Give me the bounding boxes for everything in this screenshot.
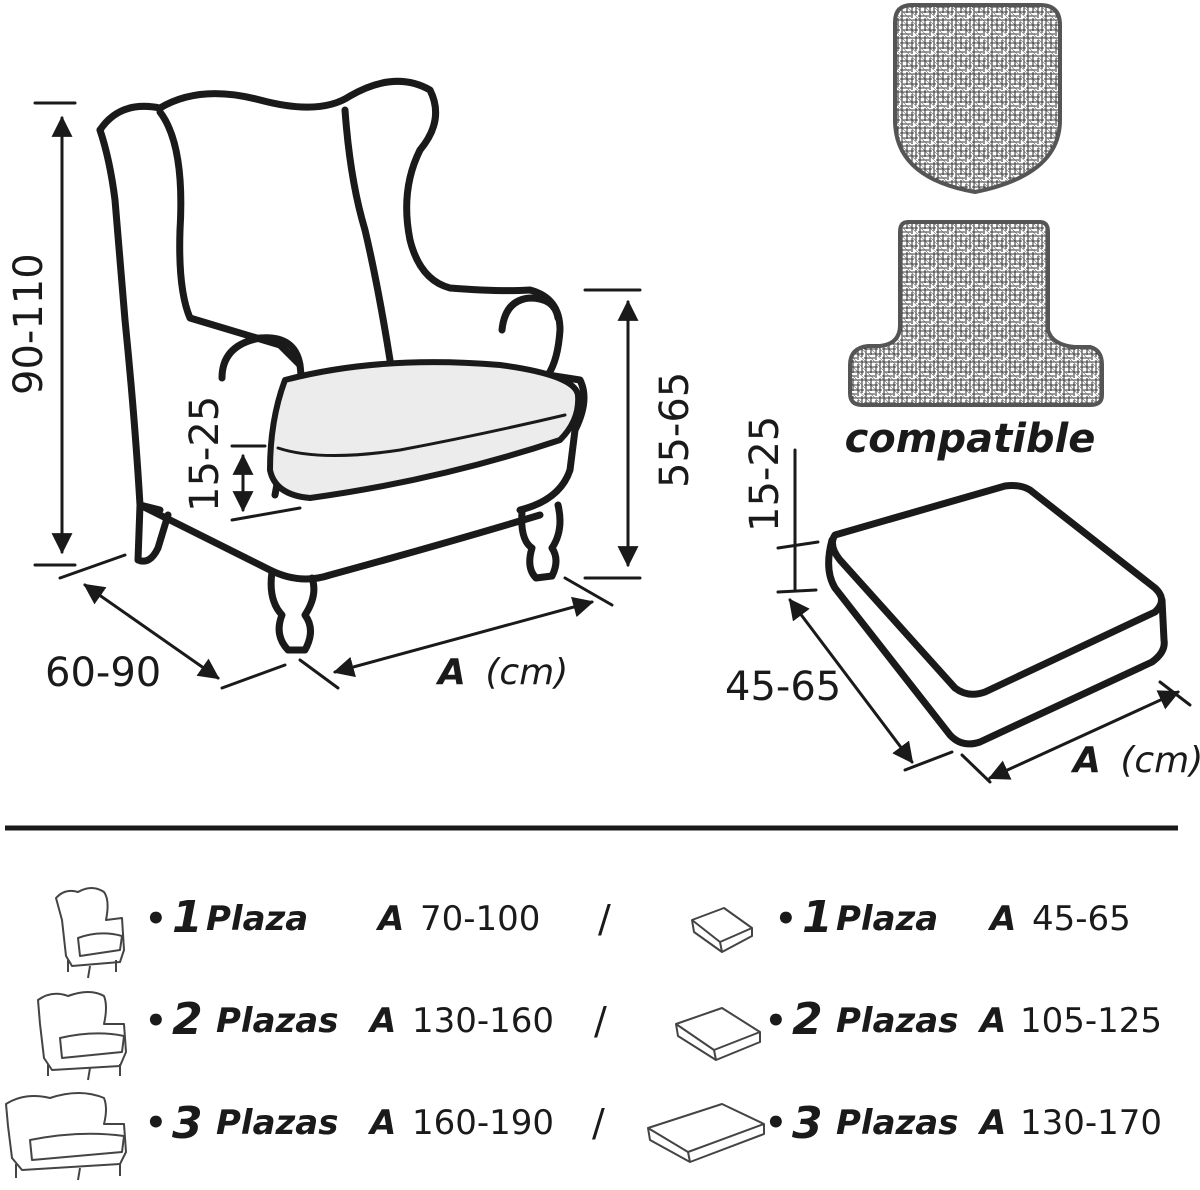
cushion-side-face [825,536,1168,748]
svg-text:Plazas: Plazas [836,1103,959,1143]
mini-cushion-icon-2 [675,1007,761,1061]
armchair-inner-wing-left [156,108,304,369]
svg-text:•: • [145,1103,167,1143]
svg-text:A: A [987,899,1016,939]
armchair-seat-cushion [267,359,582,501]
cushion-size-row-3: • 3 Plazas A 130-170 [765,1098,1162,1149]
svg-text:A: A [367,1001,396,1041]
armchair-front-skirt [136,501,544,583]
svg-text:45-65: 45-65 [1032,899,1131,939]
svg-text:Plazas: Plazas [216,1001,339,1041]
svg-text:A: A [375,899,404,939]
mini-armchair-icon-1 [55,887,125,979]
svg-text:A: A [367,1103,396,1143]
mini-cushion-icon-3 [647,1103,765,1163]
armchair-size-row-1: • 1 Plaza A 70-100 / [145,892,611,943]
armchair-width-label: A (cm) [435,652,568,693]
mini-armchair-icon-2 [37,991,127,1081]
svg-text:70-100: 70-100 [420,899,540,939]
armchair-leg-front-left [267,568,318,654]
armchair-right-arm-scroll [498,294,562,334]
svg-text:Plazas: Plazas [836,1001,959,1041]
armchair-depth-label: 60-90 [45,650,161,696]
armchair-cushion-thickness-label: 15-25 [182,396,228,512]
armchair-left-side [96,126,164,514]
rounded-cushion-shape [893,3,1062,195]
svg-text:3: 3 [172,1098,203,1149]
svg-text:/: / [594,999,607,1043]
svg-text:130-160: 130-160 [412,1001,554,1041]
svg-text:A: A [977,1001,1006,1041]
armchair-height-label: 90-110 [6,253,52,395]
armchair-leg-back-left [134,501,172,565]
svg-text:160-190: 160-190 [412,1103,554,1143]
compatible-label: compatible [845,416,1096,462]
cushion-thickness-label: 15-25 [742,416,788,532]
armchair-illustration: 90-110 55-65 15-25 60-90 A (cm) [6,77,698,696]
svg-text:1: 1 [802,892,833,943]
svg-text:•: • [145,899,167,939]
cushion-width-label: A (cm) [1070,740,1200,781]
svg-text:•: • [775,899,797,939]
cushion-illustration: 15-25 45-65 A (cm) [725,416,1200,784]
armchair-leg-front-right [518,501,564,582]
size-table: • 1 Plaza A 70-100 / • 2 Plazas A 130-16… [5,887,1162,1181]
svg-text:3: 3 [792,1098,823,1149]
mini-cushion-icon-1 [691,907,753,953]
svg-text:1: 1 [172,892,203,943]
armchair-seat-piping [276,413,567,457]
svg-text:2: 2 [172,994,203,1045]
armchair-size-row-2: • 2 Plazas A 130-160 / [145,994,607,1045]
armchair-size-row-3: • 3 Plazas A 160-190 / [145,1098,605,1149]
svg-text:Plaza: Plaza [836,899,938,939]
cushion-top-face [828,482,1165,698]
svg-text:Plazas: Plazas [216,1103,339,1143]
cushion-size-row-1: • 1 Plaza A 45-65 [775,892,1131,943]
svg-text:•: • [765,1103,787,1143]
svg-text:•: • [145,1001,167,1041]
svg-text:130-170: 130-170 [1020,1103,1162,1143]
compatible-shapes: compatible [845,3,1104,462]
cushion-size-row-2: • 2 Plazas A 105-125 [765,994,1162,1045]
cushion-depth-label: 45-65 [725,664,841,710]
svg-text:Plaza: Plaza [206,899,308,939]
mini-armchair-icon-3 [5,1092,127,1181]
svg-text:105-125: 105-125 [1020,1001,1162,1041]
armchair-seat-height-label: 55-65 [652,372,698,488]
armchair-inner-wing-right [341,106,394,364]
svg-text:/: / [598,897,611,941]
t-shaped-cushion-shape [848,220,1104,407]
svg-text:•: • [765,1001,787,1041]
svg-text:/: / [592,1101,605,1145]
svg-text:2: 2 [792,994,823,1045]
svg-text:A: A [977,1103,1006,1143]
